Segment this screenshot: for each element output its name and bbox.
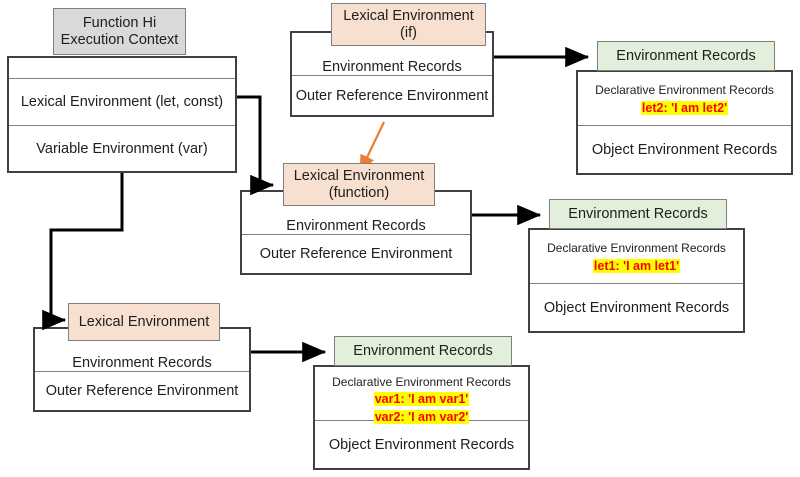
environment-records-if-header-label: Environment Records	[616, 47, 756, 64]
execution-context-row-lexical-label: Lexical Environment (let, const)	[20, 93, 224, 110]
lexical-environment-function-header-line2: (function)	[328, 184, 390, 201]
lexical-environment-global-row-records-label: Environment Records	[72, 355, 212, 371]
lexical-environment-function-row-outer-label: Outer Reference Environment	[259, 246, 453, 262]
lexical-environment-global-header-label: Lexical Environment	[78, 313, 210, 330]
lexical-environment-global-divider	[35, 371, 249, 372]
lexical-environment-global-row-outer[interactable]: Outer Reference Environment	[35, 372, 249, 410]
environment-records-function-box	[528, 228, 745, 333]
environment-records-if-declarative-text: Declarative Environment Records	[595, 83, 774, 97]
environment-records-global-declarative-text: Declarative Environment Records	[332, 374, 511, 389]
lexical-environment-if-header-line1: Lexical Environment	[343, 8, 474, 25]
environment-records-if-divider	[578, 125, 791, 126]
environment-records-function-declarative-text: Declarative Environment Records	[547, 241, 726, 255]
execution-context-row-variable[interactable]: Variable Environment (var)	[9, 126, 235, 171]
environment-records-if-declarative-label: Declarative Environment Records	[578, 82, 791, 98]
environment-records-function-declarative-label: Declarative Environment Records	[530, 240, 743, 256]
environment-records-global-declarative-label: Declarative Environment Records	[315, 374, 528, 389]
connector-lexenv-to-function	[237, 95, 275, 196]
lexical-environment-if-row-outer-label: Outer Reference Environment	[295, 87, 489, 104]
execution-context-row-lexical[interactable]: Lexical Environment (let, const)	[9, 79, 235, 124]
environment-records-global-header: Environment Records	[334, 336, 512, 366]
connector-varenv-to-global	[42, 173, 124, 331]
execution-context-header-line2: Execution Context	[60, 31, 179, 48]
lexical-environment-if-header-line2: (if)	[400, 24, 417, 41]
lexical-environment-if-row-records[interactable]: Environment Records	[292, 44, 492, 75]
binding-var1: var1: 'I am var1'	[373, 392, 470, 406]
lexical-environment-function-header: Lexical Environment (function)	[283, 163, 435, 206]
lexical-environment-function-row-records[interactable]: Environment Records	[242, 204, 470, 234]
lexical-environment-function-divider	[242, 234, 470, 235]
environment-records-function-header: Environment Records	[549, 199, 727, 229]
lexical-environment-function-row-records-label: Environment Records	[286, 218, 426, 234]
environment-records-if-object-label: Object Environment Records	[591, 141, 778, 158]
lexical-environment-function-header-line1: Lexical Environment	[293, 168, 425, 185]
environment-records-function-object-row[interactable]: Object Environment Records	[530, 284, 743, 331]
execution-context-divider-1	[9, 78, 235, 79]
environment-records-global-header-label: Environment Records	[353, 342, 493, 359]
binding-let1: let1: 'I am let1'	[592, 259, 681, 273]
binding-var2: var2: 'I am var2'	[373, 410, 470, 424]
binding-let2: let2: 'I am let2'	[640, 101, 729, 115]
lexical-environment-function-row-outer[interactable]: Outer Reference Environment	[242, 235, 470, 273]
lexical-environment-global-row-records[interactable]: Environment Records	[35, 340, 249, 371]
environment-records-if-bindings: let2: 'I am let2'	[578, 99, 791, 117]
environment-records-global-bindings: var1: 'I am var1' var2: 'I am var2'	[315, 390, 528, 426]
environment-records-function-object-label: Object Environment Records	[543, 299, 730, 316]
environment-records-if-box	[576, 70, 793, 175]
environment-records-function-bindings: let1: 'I am let1'	[530, 257, 743, 275]
lexical-environment-if-divider	[292, 75, 492, 76]
execution-context-header-line1: Function Hi	[82, 15, 157, 32]
lexical-environment-if-header: Lexical Environment (if)	[331, 3, 486, 46]
environment-records-global-object-row[interactable]: Object Environment Records	[315, 421, 528, 468]
lexical-environment-global-header: Lexical Environment	[68, 303, 220, 341]
lexical-environment-if-row-outer[interactable]: Outer Reference Environment	[292, 76, 492, 115]
execution-context-row-variable-label: Variable Environment (var)	[36, 140, 208, 157]
lexical-environment-if-row-records-label: Environment Records	[322, 59, 462, 75]
environment-records-global-object-label: Object Environment Records	[328, 436, 515, 453]
environment-records-if-header: Environment Records	[597, 41, 775, 71]
environment-records-function-divider	[530, 283, 743, 284]
execution-context-divider-2	[9, 125, 235, 126]
execution-context-header: Function Hi Execution Context	[53, 8, 186, 55]
environment-records-if-object-row[interactable]: Object Environment Records	[578, 126, 791, 173]
environment-records-function-header-label: Environment Records	[568, 205, 708, 222]
execution-context-box	[7, 56, 237, 173]
lexical-environment-global-box	[33, 327, 251, 412]
lexical-environment-global-row-outer-label: Outer Reference Environment	[45, 383, 239, 399]
